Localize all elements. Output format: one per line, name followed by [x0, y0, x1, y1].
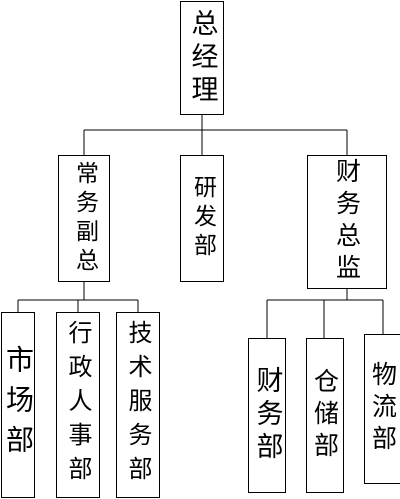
node-marketing: 市场部 [1, 312, 35, 498]
node-executive-deputy: 常务副总 [58, 155, 110, 282]
node-label: 仓储部 [310, 367, 340, 464]
node-label: 技术服务部 [124, 320, 152, 490]
node-tech-service: 技术服务部 [116, 312, 160, 498]
node-label: 行政人事部 [64, 320, 92, 490]
node-cfo: 财务总监 [307, 155, 387, 289]
node-rnd: 研发部 [180, 155, 224, 282]
node-logistics: 物流部 [364, 334, 400, 484]
node-finance: 财务部 [248, 338, 286, 493]
node-label: 研发部 [189, 175, 216, 262]
node-label: 市场部 [2, 345, 35, 465]
node-label: 物流部 [368, 361, 398, 457]
node-label: 财务部 [251, 366, 283, 465]
node-warehouse: 仓储部 [306, 338, 344, 493]
node-admin-hr: 行政人事部 [56, 312, 100, 498]
node-label: 常务副总 [71, 160, 98, 277]
node-label: 总经理 [186, 8, 218, 108]
node-general-manager: 总经理 [180, 1, 224, 115]
node-label: 财务总监 [332, 158, 362, 286]
